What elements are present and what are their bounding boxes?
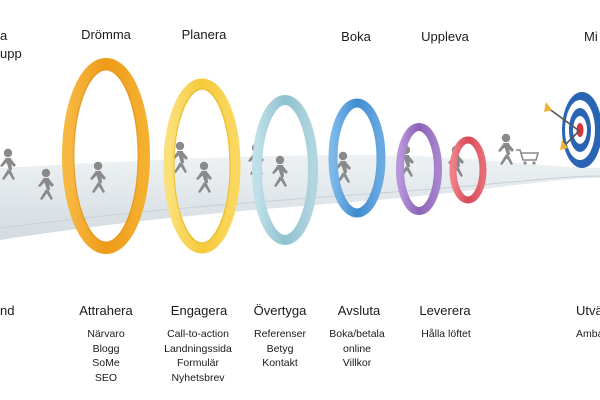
stage-title-utva: Utvä [576, 303, 600, 318]
list-item: Call-to-action [167, 328, 229, 340]
walking-person-icon [498, 133, 514, 165]
list-item: Hålla löftet [421, 328, 471, 340]
shopping-cart-icon [516, 149, 540, 165]
ring-yellow [163, 78, 241, 254]
stage-items-leverera: Hålla löftet [421, 327, 471, 342]
target-icon [562, 92, 600, 168]
stage-items-overtyga: Referenser Betyg Kontakt [254, 327, 306, 371]
top-label-planera: Planera [181, 27, 227, 42]
stage-title-avsluta: Avsluta [337, 303, 381, 318]
list-item: Referenser [254, 328, 306, 340]
stage-title-engagera: Engagera [170, 303, 228, 318]
stage-title-0: nd [0, 303, 15, 318]
ring-light-blue [252, 95, 318, 245]
list-item: Villkor [342, 357, 372, 369]
ring-red [449, 136, 487, 204]
list-item: Blogg [92, 342, 120, 355]
ring-purple [396, 123, 442, 215]
stage-items-avsluta: Boka/betala online Villkor [329, 327, 384, 371]
ring-blue [328, 98, 386, 218]
top-label-boka: Boka [341, 29, 371, 44]
list-item: SoMe [92, 357, 120, 369]
list-item: Kontakt [262, 357, 298, 369]
list-item: Boka/betala [329, 328, 385, 340]
list-item: Landningssida [164, 342, 232, 355]
journey-rings [62, 58, 487, 254]
stage-title-leverera: Leverera [419, 303, 471, 318]
list-item: Närvaro [87, 328, 125, 340]
stage-items-engagera: Call-to-action Landningssida Formulär Ny… [164, 327, 232, 385]
top-label-uppleva: Uppleva [421, 29, 469, 44]
list-item: Formulär [176, 357, 220, 369]
list-item: Betyg [266, 342, 294, 355]
stage-title-attrahera: Attrahera [79, 303, 133, 318]
ring-orange [62, 58, 150, 254]
stage-items-utva: Amba [576, 327, 600, 342]
top-label-mi: Mi [584, 29, 598, 44]
list-item: SEO [94, 371, 118, 384]
top-label-dromma: Drömma [81, 27, 131, 42]
list-item: Nyhetsbrev [171, 371, 225, 384]
list-item: Amba [576, 328, 600, 340]
stage-title-overtyga: Övertyga [253, 303, 307, 318]
top-label-0: a upp [0, 28, 22, 61]
stage-items-attrahera: Närvaro Blogg SoMe SEO [87, 327, 124, 385]
list-item: online [342, 342, 372, 355]
arrow-icon [544, 102, 581, 150]
